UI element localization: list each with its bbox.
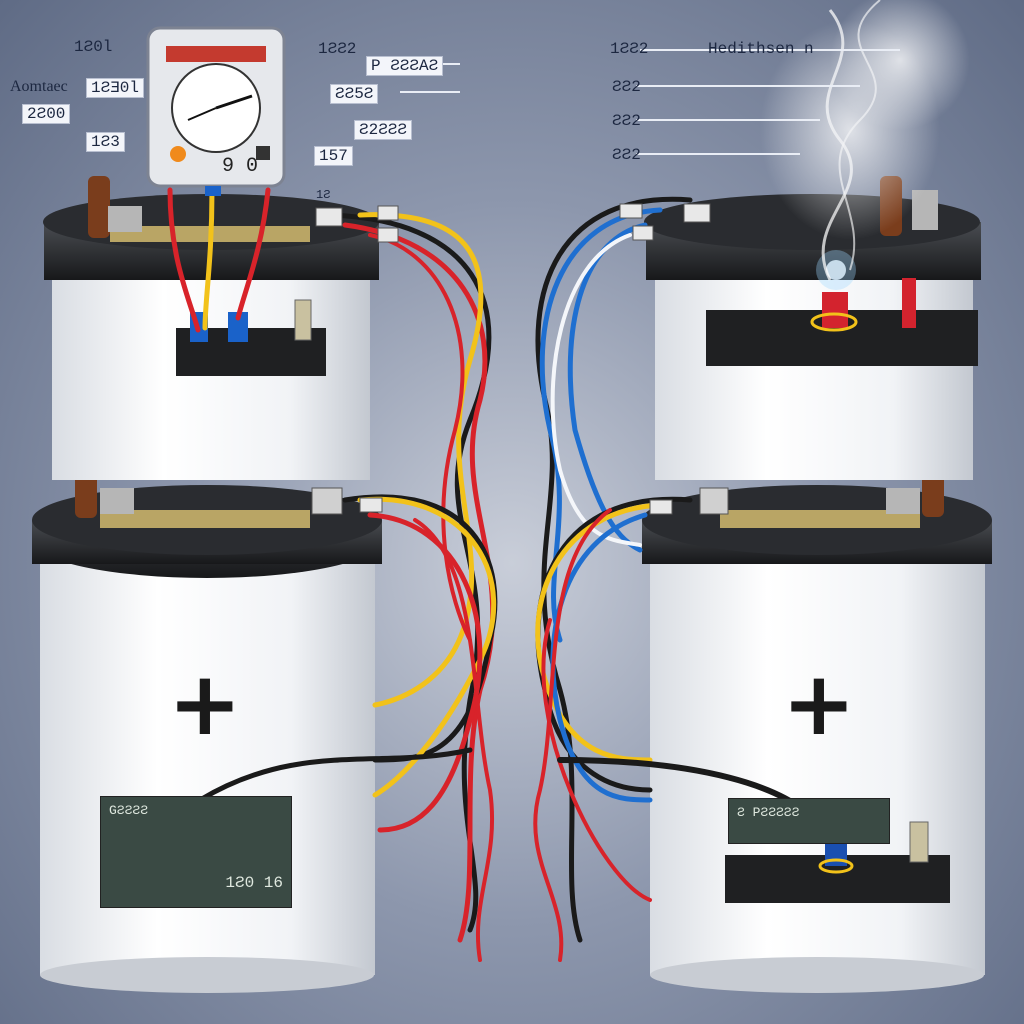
label-leader-lines	[400, 49, 900, 155]
plus-symbol-left: +	[168, 652, 242, 755]
left-label-2: Aomtaec	[10, 78, 68, 95]
wire-connectors	[315, 203, 711, 515]
left-label-4: 2Ƨ00	[22, 104, 71, 124]
right-label-2: Hedithsen n	[708, 40, 814, 58]
bottom-left-label-line2: 1Ƨ0 16	[225, 874, 283, 892]
meter-label: 9 0	[222, 155, 259, 178]
meter-right-label-2: P ƧƧƧAƧ	[366, 56, 444, 76]
right-label-1: 1ƧƧ2	[610, 40, 649, 58]
plus-symbol-right: +	[782, 652, 856, 755]
bottom-left-label-line1: GƧƧƧƧ	[109, 803, 149, 818]
bottom-left-battery-label: GƧƧƧƧ 1Ƨ0 16	[100, 796, 292, 908]
wires	[167, 187, 833, 962]
meter-gauge	[146, 26, 286, 196]
meter-right-label-3: ƧƧ5Ƨ	[330, 84, 379, 104]
meter-right-label-1: 1ƧƧ2	[318, 40, 357, 58]
right-label-4: ƧƧ2	[612, 112, 641, 130]
left-label-5: 1Ƨ3	[86, 132, 125, 152]
right-label-5: ƧƧ2	[612, 146, 641, 164]
battery-bottom-right	[642, 455, 992, 993]
meter-right-label-5: 157	[314, 146, 353, 166]
smoke-plume	[760, 0, 970, 281]
left-label-3: 1ƧƎ0l	[86, 78, 145, 98]
right-label-3: ƧƧ2	[612, 78, 641, 96]
small-mark: 1Ƨ	[316, 188, 331, 202]
battery-top-right	[644, 176, 981, 480]
left-label-1: 1Ƨ0l	[74, 38, 113, 56]
bottom-right-label-line1: Ƨ PƧƧƧƧƧ	[737, 805, 800, 820]
meter-right-label-4: Ƨ2ƧƧƧ	[354, 120, 413, 140]
bottom-right-battery-label: Ƨ PƧƧƧƧƧ	[728, 798, 890, 844]
